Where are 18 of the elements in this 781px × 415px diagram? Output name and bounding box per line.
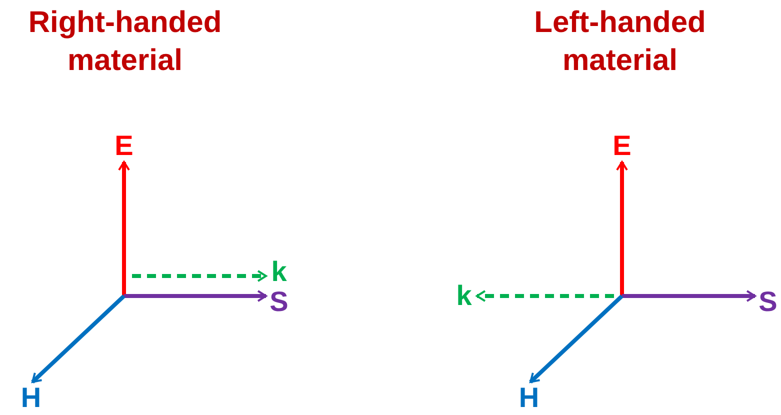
arrow [124,290,267,302]
vector-label: H [517,383,541,413]
vector-label: H [19,383,43,413]
heading: Left-handed material [533,5,707,79]
vector-label: S [756,287,780,317]
arrow [529,294,624,384]
vector-label: E [610,131,634,161]
vector-label: k [267,257,291,287]
vector-label: k [452,281,476,311]
arrow [132,270,267,282]
vector-label: S [267,287,291,317]
arrow [31,294,126,384]
arrow [476,290,614,302]
arrow [616,161,628,296]
arrow [118,161,130,296]
heading: Right-handed material [27,5,223,79]
vector-label: E [112,131,136,161]
arrow [622,290,756,302]
